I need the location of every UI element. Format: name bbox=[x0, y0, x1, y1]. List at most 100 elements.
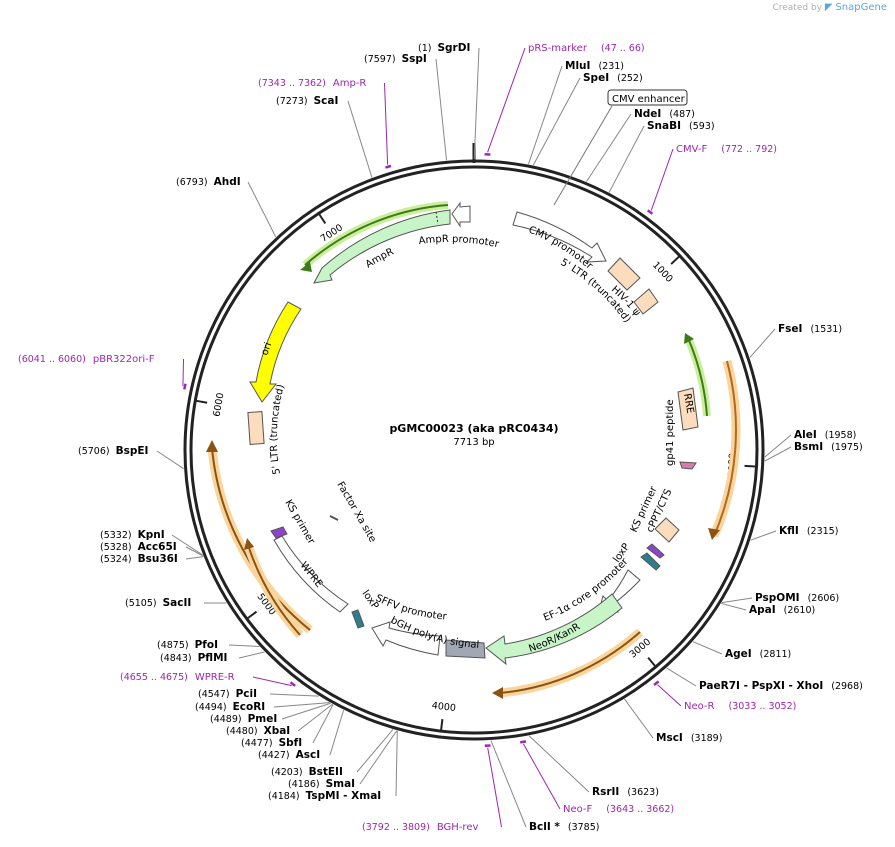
enzyme-site[interactable]: SpeI(252) bbox=[532, 72, 643, 166]
primer-name: Neo-F bbox=[563, 804, 593, 815]
enzyme-label: BclI *(3785) bbox=[529, 821, 599, 833]
enzyme-site[interactable]: (7273)ScaI bbox=[276, 95, 373, 178]
gp41-label: gp41 peptide bbox=[665, 399, 676, 466]
enzyme-site[interactable]: (5706)BspEI bbox=[78, 445, 184, 470]
enzyme-site[interactable]: SnaBI(593) bbox=[608, 120, 715, 193]
primer-site[interactable]: CMV-F(772 .. 792) bbox=[646, 144, 777, 215]
enzyme-site[interactable]: (6793)AhdI bbox=[176, 176, 277, 238]
enzyme-label: (1)SgrDI bbox=[418, 42, 470, 54]
plasmid-size: 7713 bp bbox=[453, 437, 494, 448]
enzyme-name: BspEI bbox=[116, 445, 149, 457]
enzyme-leader bbox=[527, 65, 563, 165]
feature-loxp-b[interactable] bbox=[351, 609, 365, 629]
enzyme-site[interactable]: KflI(2315) bbox=[750, 525, 839, 541]
enzyme-site[interactable]: (5105)SacII bbox=[125, 597, 227, 609]
enzyme-site[interactable]: (5324)Bsu36I bbox=[100, 553, 204, 565]
primer-site[interactable]: (3792 .. 3809)BGH-rev bbox=[362, 744, 502, 833]
enzyme-site[interactable]: PaeR7I - PspXI - XhoI(2968) bbox=[666, 667, 863, 692]
enzyme-site[interactable]: (4843)PflMI bbox=[160, 651, 265, 664]
feature-cppt[interactable] bbox=[654, 517, 680, 543]
cmv-enhancer-box[interactable]: CMV enhancer bbox=[607, 89, 688, 106]
enzyme-site[interactable]: (4203)BstEII bbox=[271, 729, 394, 778]
feature-gp41[interactable] bbox=[679, 461, 697, 470]
enzyme-site[interactable]: (4875)PfoI bbox=[157, 639, 260, 651]
feature-bgh[interactable] bbox=[445, 639, 486, 659]
primer-site[interactable]: (4655 .. 4675)WPRE-R bbox=[120, 672, 296, 687]
enzyme-site[interactable]: PspOMI(2606) bbox=[721, 592, 840, 604]
primer-site[interactable]: Neo-R(3033 .. 3052) bbox=[653, 680, 796, 712]
enzyme-site[interactable]: (7597)SspI bbox=[364, 53, 448, 161]
enzyme-site[interactable]: (1)SgrDI bbox=[418, 42, 480, 160]
primer-site[interactable]: Neo-F(3643 .. 3662) bbox=[520, 740, 674, 815]
feature-ks-primer-b[interactable] bbox=[270, 526, 288, 539]
enzyme-leader bbox=[273, 702, 330, 708]
enzyme-leader bbox=[171, 534, 203, 556]
enzyme-position: (4477) bbox=[241, 738, 273, 749]
enzyme-site[interactable]: (4184)TspMI - XmaI bbox=[268, 730, 398, 802]
enzyme-site[interactable]: FseI(1531) bbox=[749, 323, 842, 358]
enzyme-position: (231) bbox=[598, 61, 624, 72]
enzyme-name: TspMI - XmaI bbox=[306, 790, 382, 802]
enzyme-site[interactable]: BclI *(3785) bbox=[490, 740, 600, 833]
feature-ori[interactable] bbox=[249, 301, 302, 403]
feature-rre[interactable] bbox=[677, 387, 699, 431]
cmv-enhancer-leader bbox=[553, 105, 613, 206]
enzyme-site[interactable]: MluI(231) bbox=[527, 60, 624, 165]
primer-position: (4655 .. 4675) bbox=[120, 672, 188, 683]
enzyme-leader bbox=[586, 113, 632, 182]
feature-cmv-promoter[interactable] bbox=[512, 211, 607, 263]
enzyme-site[interactable]: AgeI(2811) bbox=[692, 641, 791, 660]
primer-site[interactable]: pRS-marker(47 .. 66) bbox=[484, 43, 645, 156]
primer-site[interactable]: (7343 .. 7362)Amp-R bbox=[258, 78, 392, 169]
enzyme-site[interactable]: (4480)XbaI bbox=[226, 703, 333, 737]
enzyme-position: (4843) bbox=[160, 653, 192, 664]
enzyme-leader bbox=[532, 77, 581, 166]
enzyme-leader bbox=[359, 730, 398, 785]
enzyme-label: (4494)EcoRI bbox=[195, 701, 265, 713]
feature-ks-primer-a[interactable] bbox=[646, 543, 665, 559]
feature-hiv-psi[interactable] bbox=[633, 288, 659, 315]
highlight-arc-ampr-arrow bbox=[300, 262, 312, 272]
enzyme-site[interactable]: (5332)KpnI bbox=[100, 529, 203, 556]
enzyme-site[interactable]: (4427)AscI bbox=[258, 709, 345, 761]
enzyme-name: KflI bbox=[779, 525, 799, 537]
enzyme-site[interactable]: (5328)Acc65I bbox=[100, 541, 204, 557]
enzyme-site[interactable]: (4547)PciI bbox=[198, 688, 319, 700]
feature-loxp-a[interactable] bbox=[640, 552, 661, 571]
enzyme-label: (4477)SbfI bbox=[241, 737, 302, 749]
tick-mark bbox=[247, 610, 258, 620]
enzyme-site[interactable]: MscI(3189) bbox=[624, 698, 723, 744]
enzyme-label: MscI(3189) bbox=[656, 732, 722, 744]
enzyme-label: SnaBI(593) bbox=[647, 120, 715, 132]
feature-ltr5-truncated-b[interactable] bbox=[247, 411, 265, 445]
enzyme-site[interactable]: RsrII(3623) bbox=[528, 735, 659, 798]
enzyme-site[interactable]: (4186)SmaI bbox=[288, 730, 398, 790]
enzyme-site[interactable]: BsmI(1975) bbox=[764, 441, 863, 462]
enzyme-site[interactable]: NdeI(487) bbox=[586, 108, 695, 182]
feature-ampr-promoter[interactable] bbox=[451, 201, 471, 228]
feature-sffv[interactable] bbox=[371, 621, 441, 656]
primer-name: pBR322ori-F bbox=[93, 354, 155, 365]
primer-label: Neo-R(3033 .. 3052) bbox=[684, 701, 796, 712]
ks-primer-b-label: KS primer bbox=[282, 498, 317, 547]
enzyme-position: (4494) bbox=[195, 702, 227, 713]
enzyme-position: (2606) bbox=[808, 593, 840, 604]
enzyme-name: MscI bbox=[656, 732, 683, 744]
feature-ltr5-truncated-a[interactable] bbox=[607, 257, 641, 291]
enzyme-label: (5324)Bsu36I bbox=[100, 553, 178, 565]
feature-neokan[interactable] bbox=[485, 593, 623, 666]
enzyme-label: AgeI(2811) bbox=[725, 648, 791, 660]
enzyme-label: RsrII(3623) bbox=[592, 786, 659, 798]
enzyme-site[interactable]: ApaI(2610) bbox=[721, 602, 815, 616]
highlight-arc-rre-green-arrow bbox=[684, 333, 694, 344]
primer-site[interactable]: (6041 .. 6060)pBR322ori-F bbox=[18, 354, 187, 390]
enzyme-site[interactable]: (4477)SbfI bbox=[241, 704, 334, 749]
feature-wpre[interactable] bbox=[273, 535, 349, 613]
enzyme-site[interactable]: (4494)EcoRI bbox=[195, 701, 330, 713]
feature-factor-xa[interactable] bbox=[329, 515, 339, 521]
enzyme-site[interactable]: AleI(1958) bbox=[764, 429, 856, 458]
feature-ampr[interactable] bbox=[313, 209, 451, 284]
primer-leader bbox=[252, 676, 292, 687]
primer-label: CMV-F(772 .. 792) bbox=[676, 144, 777, 155]
enzyme-site[interactable]: (4489)PmeI bbox=[210, 702, 331, 725]
